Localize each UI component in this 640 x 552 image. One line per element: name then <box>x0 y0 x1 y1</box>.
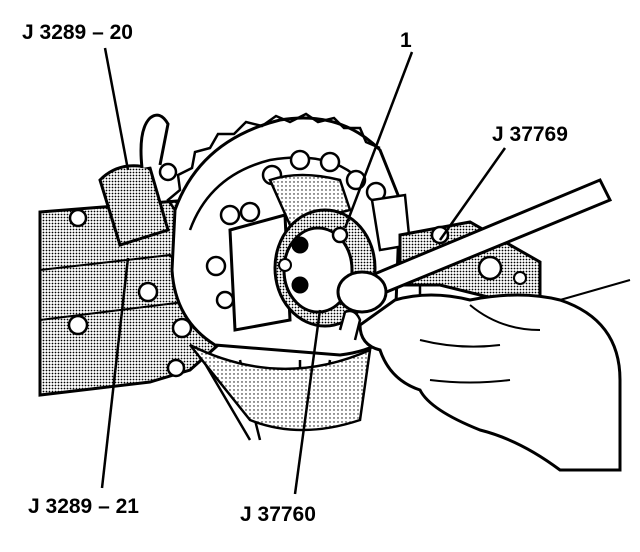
breaker-bar <box>336 178 613 341</box>
label-fixture-upper: J 3289 – 20 <box>22 21 133 44</box>
hand <box>358 279 631 472</box>
leader-handle-tool <box>438 147 507 241</box>
label-item-1: 1 <box>400 29 412 52</box>
support-stand <box>189 343 372 441</box>
label-drive-tool: J 37760 <box>240 503 316 526</box>
differential-case <box>228 173 422 332</box>
leader-fixture-lower <box>100 257 130 489</box>
leader-drive-tool <box>293 309 322 495</box>
leader-item-1 <box>343 51 414 229</box>
label-handle-tool: J 37769 <box>492 123 568 146</box>
leader-lines <box>100 47 507 495</box>
label-fixture-lower: J 3289 – 21 <box>28 495 139 518</box>
leader-fixture-upper <box>103 47 130 171</box>
